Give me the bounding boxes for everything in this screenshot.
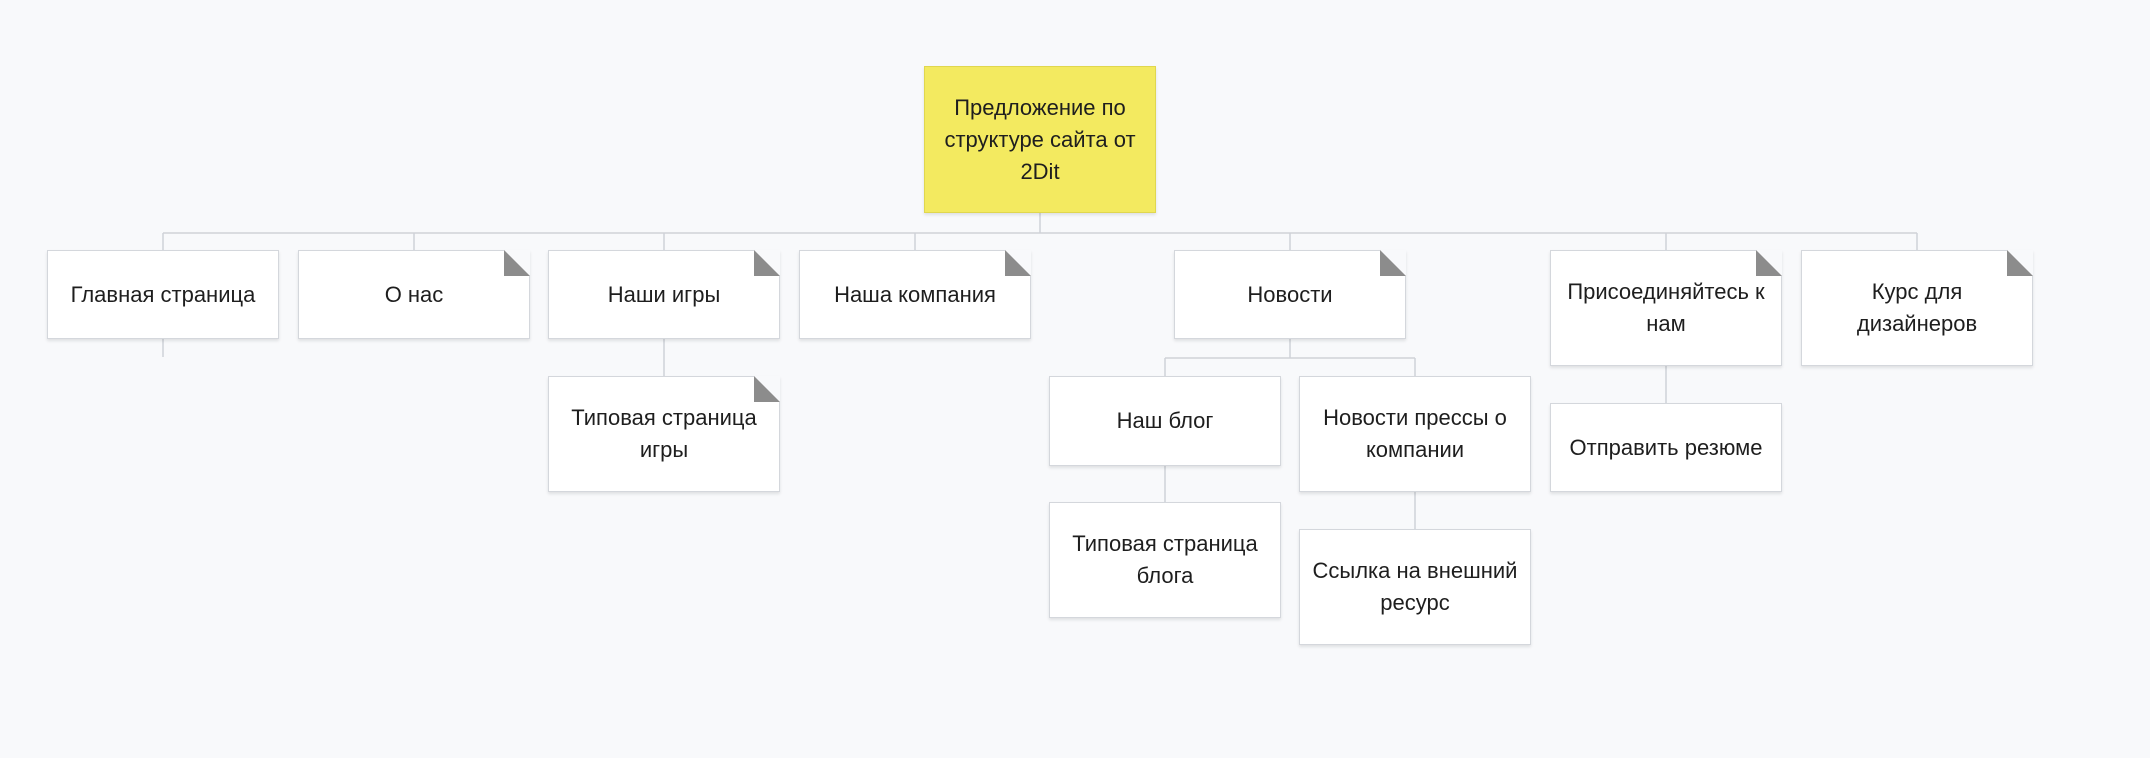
node-our-games[interactable]: Наши игры (548, 250, 780, 339)
node-label: Ссылка на внешний ресурс (1312, 558, 1518, 615)
folded-corner-icon (754, 250, 780, 276)
node-our-company[interactable]: Наша компания (799, 250, 1031, 339)
node-main-page[interactable]: Главная страница (47, 250, 279, 339)
node-send-resume[interactable]: Отправить резюме (1550, 403, 1782, 492)
node-label: Новости (1247, 281, 1333, 307)
folded-corner-icon (1756, 250, 1782, 276)
node-label: Присоединяйтесь к нам (1567, 279, 1765, 336)
node-label: О нас (384, 281, 444, 307)
node-press-news[interactable]: Новости прессы о компании (1299, 376, 1531, 492)
node-label: Наши игры (607, 281, 721, 307)
node-game-page[interactable]: Типовая страница игры (548, 376, 780, 492)
folded-corner-icon (2007, 250, 2033, 276)
node-news[interactable]: Новости (1174, 250, 1406, 339)
node-blog-page[interactable]: Типовая страница блога (1049, 502, 1281, 618)
node-label: Курс для дизайнеров (1856, 279, 1978, 336)
folded-corner-icon (504, 250, 530, 276)
node-label: Предложение по структуре сайта от 2Dit (944, 94, 1136, 184)
node-label: Отправить резюме (1569, 434, 1763, 460)
node-external-link[interactable]: Ссылка на внешний ресурс (1299, 529, 1531, 645)
node-root[interactable]: Предложение по структуре сайта от 2Dit (924, 66, 1156, 213)
folded-corner-icon (1005, 250, 1031, 276)
node-label: Наш блог (1116, 408, 1214, 433)
node-label: Новости прессы о компании (1323, 405, 1507, 462)
node-label: Наша компания (834, 281, 996, 307)
node-label: Типовая страница блога (1072, 531, 1258, 588)
node-about[interactable]: О нас (298, 250, 530, 339)
folded-corner-icon (1380, 250, 1406, 276)
node-designer-course[interactable]: Курс для дизайнеров (1801, 250, 2033, 366)
node-join-us[interactable]: Присоединяйтесь к нам (1550, 250, 1782, 366)
node-label: Типовая страница игры (571, 405, 757, 462)
node-label: Главная страница (70, 281, 256, 307)
node-our-blog[interactable]: Наш блог (1049, 376, 1281, 466)
folded-corner-icon (754, 376, 780, 402)
